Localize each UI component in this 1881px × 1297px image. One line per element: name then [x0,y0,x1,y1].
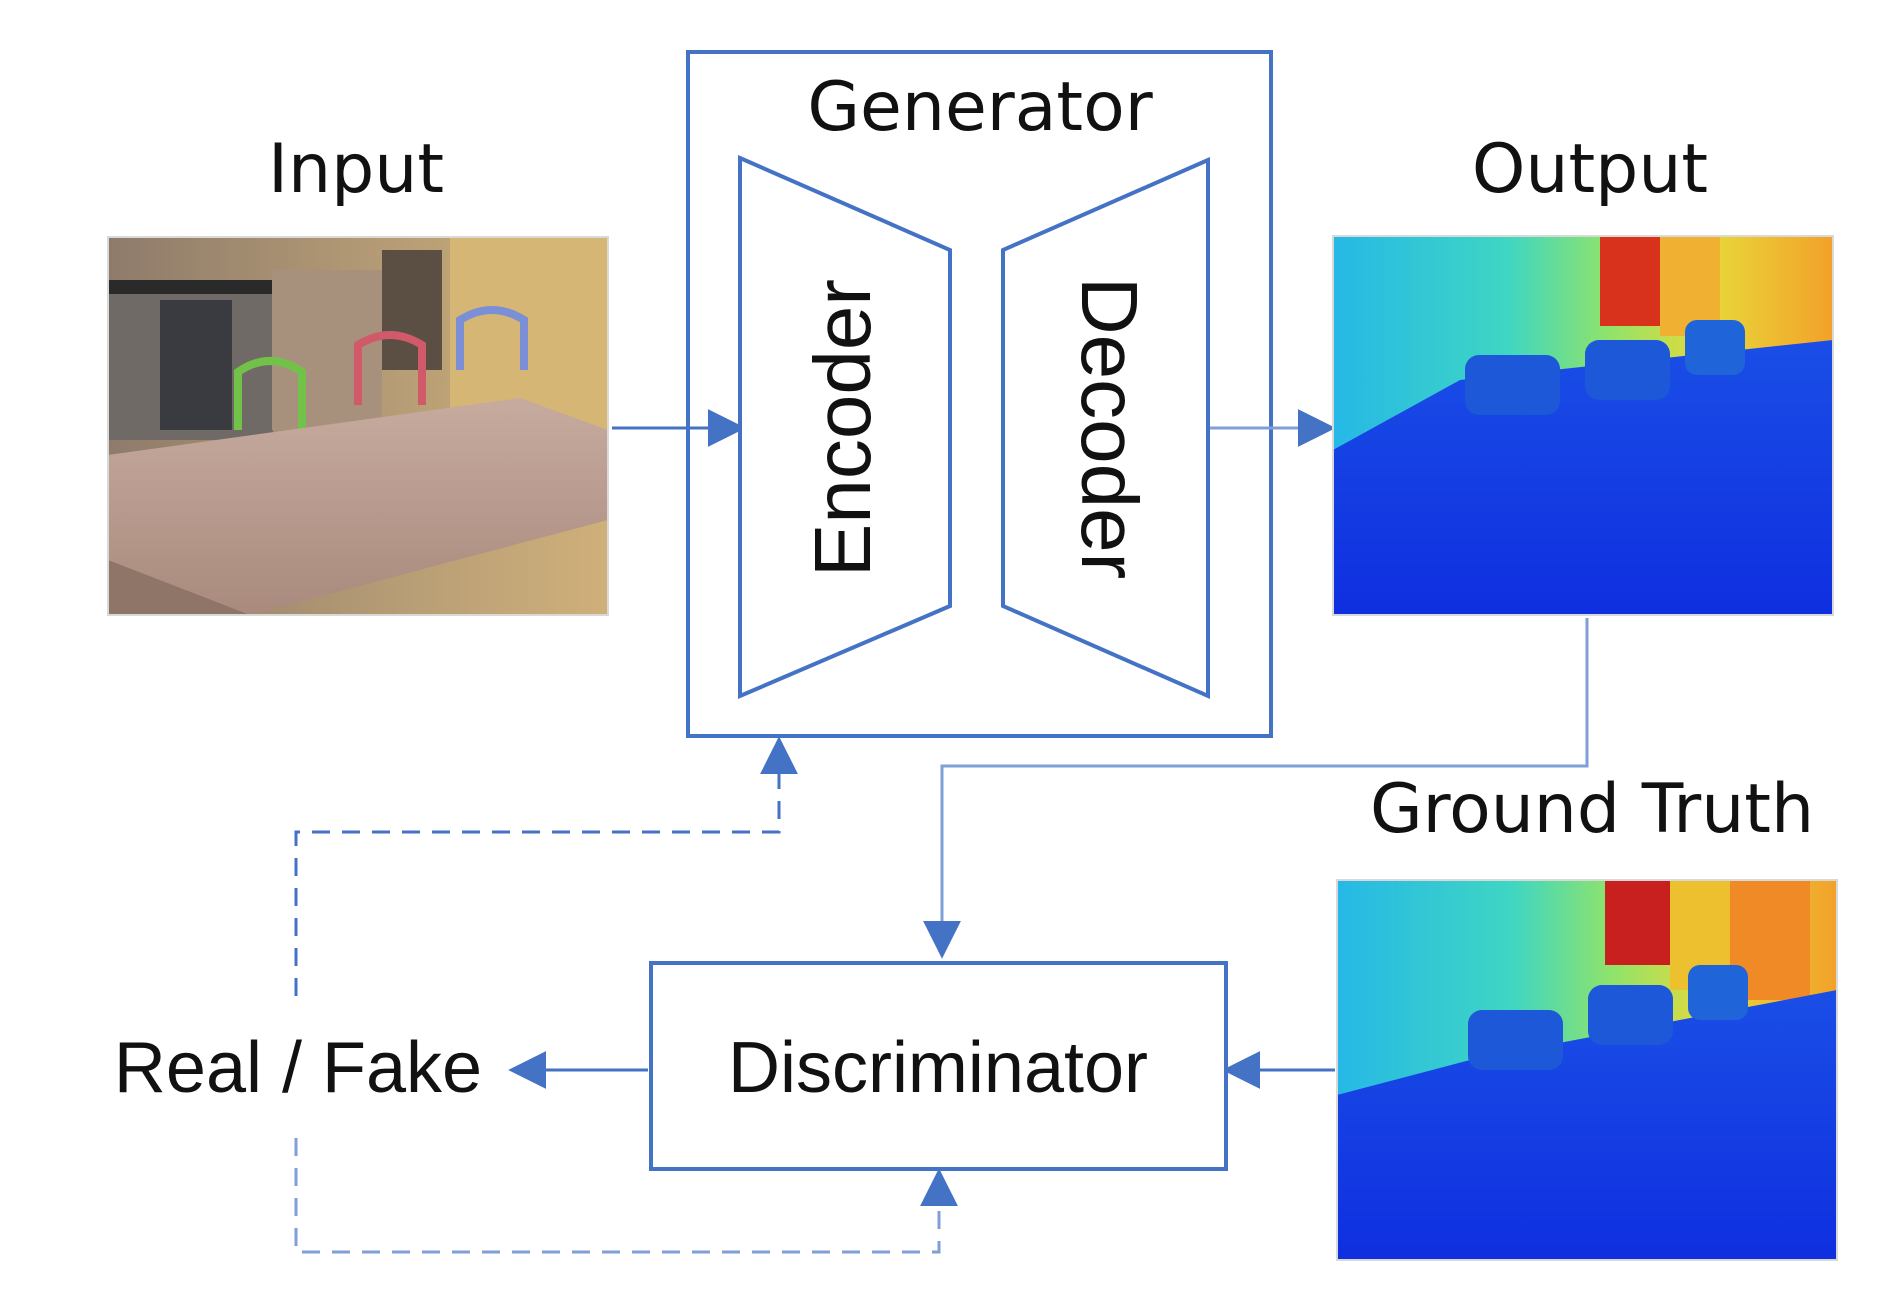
encoder-label: Encoder [798,279,887,577]
output-depth-image [1332,235,1834,616]
arrow-output-to-discriminator [923,618,1589,959]
generator-box [686,50,1273,738]
decoder-label: Decoder [1065,277,1154,579]
discriminator-label: Discriminator [728,1028,1148,1108]
feedback-to-discriminator [294,1138,958,1254]
input-image [107,236,609,616]
decoder-block [1001,156,1210,700]
ground-truth-label: Ground Truth [1370,770,1814,849]
discriminator-box [649,961,1228,1171]
ground-truth-depth-image [1336,879,1838,1261]
real-fake-label: Real / Fake [114,1028,482,1108]
generator-label: Generator [807,68,1152,147]
output-label: Output [1472,130,1708,209]
feedback-to-generator [294,736,798,996]
input-label: Input [268,130,444,209]
encoder-block [738,154,952,700]
